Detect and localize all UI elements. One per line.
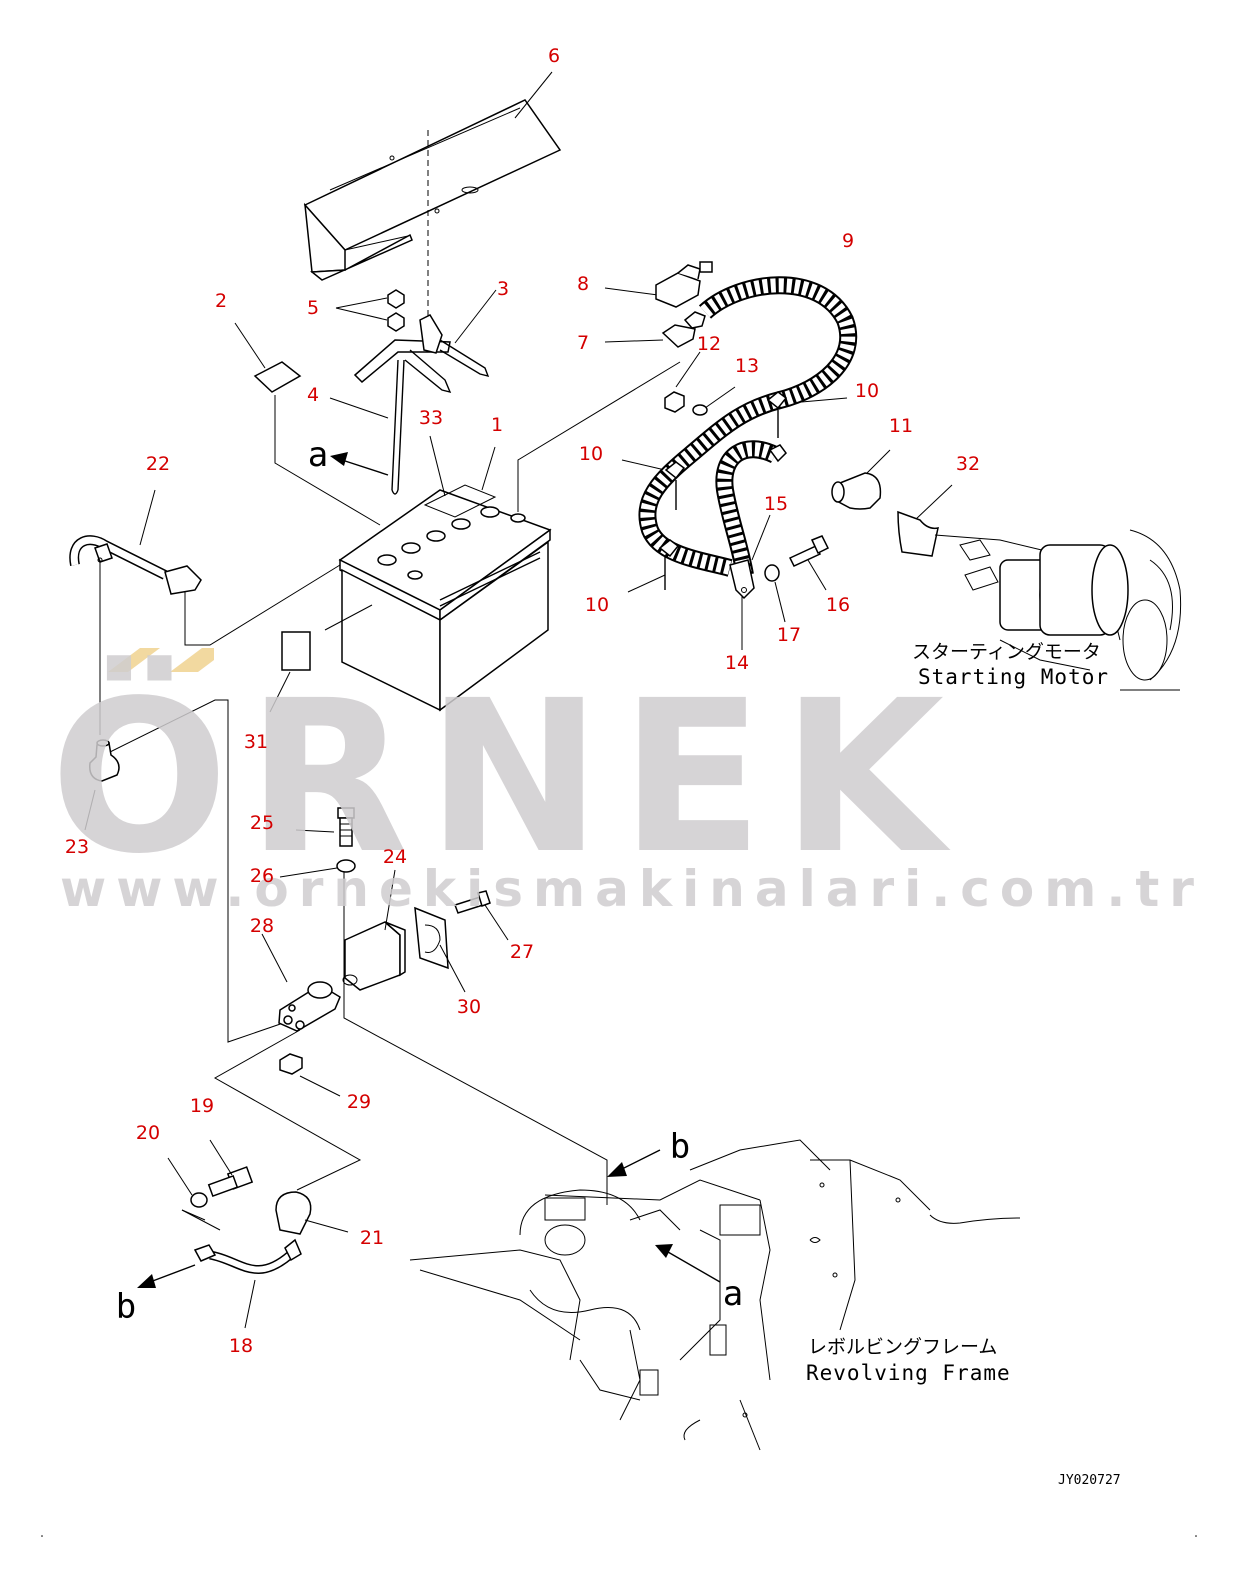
callout-16: 16	[826, 594, 850, 616]
gasket-30	[414, 906, 449, 970]
callout-33: 33	[419, 407, 443, 429]
battery-cable-assembly	[638, 261, 858, 600]
view-arrow-a-frame	[655, 1244, 721, 1283]
terminal-cap-21	[275, 1191, 312, 1235]
battery-relay-28	[278, 981, 341, 1032]
callout-22: 22	[146, 453, 170, 475]
callout-25: 25	[250, 812, 274, 834]
callout-15: 15	[764, 493, 788, 515]
bolt-16	[788, 535, 830, 567]
bolt-27	[454, 890, 491, 914]
cover-32	[897, 510, 939, 557]
washer-20	[190, 1192, 208, 1208]
callout-11: 11	[889, 415, 913, 437]
callout-2: 2	[215, 290, 227, 312]
battery-cover	[303, 99, 562, 320]
corner-dot	[41, 1535, 43, 1537]
callout-26: 26	[250, 865, 274, 887]
callouts: 1 2 3 4 5 6 7 8 9 10 10 10 11 12 13 14 1…	[65, 45, 980, 1357]
callout-19: 19	[190, 1095, 214, 1117]
nut-29	[279, 1053, 303, 1075]
callout-13: 13	[735, 355, 759, 377]
starting-motor	[934, 529, 1182, 691]
washer-26	[336, 859, 356, 873]
view-letter-a: a	[723, 1274, 743, 1314]
view-letter-b: b	[670, 1127, 690, 1167]
callout-21: 21	[360, 1227, 384, 1249]
view-letter-a: a	[308, 435, 328, 475]
watermark-accent	[108, 648, 160, 672]
callout-14: 14	[725, 652, 749, 674]
warning-plate	[281, 631, 311, 671]
relay-leader-lines	[109, 699, 608, 1221]
revolving-frame-jp-label: レボルビングフレーム	[808, 1336, 997, 1358]
callout-28: 28	[250, 915, 274, 937]
callout-10: 10	[579, 443, 603, 465]
callout-6: 6	[548, 45, 560, 67]
terminal-boot	[831, 472, 882, 510]
nut-12	[664, 391, 685, 413]
callout-10: 10	[855, 380, 879, 402]
callout-7: 7	[577, 332, 589, 354]
callout-3: 3	[497, 278, 509, 300]
corner-dot	[1195, 1535, 1197, 1537]
starting-motor-jp-label: スターティングモータ	[912, 641, 1101, 663]
washer-17	[764, 564, 780, 582]
callout-31: 31	[244, 731, 268, 753]
callout-24: 24	[383, 846, 407, 868]
callout-20: 20	[136, 1122, 160, 1144]
callout-10: 10	[585, 594, 609, 616]
washer-13	[692, 404, 708, 416]
callout-9: 9	[842, 230, 854, 252]
drawing-code: JY020727	[1058, 1473, 1121, 1488]
watermark-url: www.ornekismakinalari.com.tr	[60, 860, 1204, 918]
callout-12: 12	[697, 333, 721, 355]
terminal-cap-23	[89, 739, 120, 782]
callout-30: 30	[457, 996, 481, 1018]
ground-strap-18	[193, 1238, 302, 1274]
watermark: ÖRNEK www.ornekismakinalari.com.tr	[50, 648, 1204, 918]
callout-1: 1	[491, 414, 503, 436]
callout-8: 8	[577, 273, 589, 295]
callout-32: 32	[956, 453, 980, 475]
relay-bracket-24	[342, 921, 406, 991]
view-letter-b: b	[116, 1287, 136, 1327]
cable-clamps	[658, 391, 788, 590]
battery	[338, 484, 552, 712]
label-sticker	[253, 361, 302, 393]
leader-lines	[139, 71, 953, 713]
callout-18: 18	[229, 1335, 253, 1357]
revolving-frame-en-label: Revolving Frame	[806, 1361, 1011, 1385]
watermark-brand: ÖRNEK	[50, 654, 962, 900]
callout-5: 5	[307, 297, 319, 319]
view-arrow-a-top	[330, 452, 389, 476]
callout-17: 17	[777, 624, 801, 646]
view-arrow-b-strap	[137, 1264, 196, 1288]
revolving-frame	[409, 1139, 1021, 1451]
callout-29: 29	[347, 1091, 371, 1113]
callout-23: 23	[65, 836, 89, 858]
callout-27: 27	[510, 941, 534, 963]
watermark-accent	[170, 648, 214, 672]
bolt-25	[337, 807, 355, 847]
bolt-19	[207, 1166, 254, 1198]
battery-hold-down-bracket	[353, 289, 490, 495]
ground-cable-22	[69, 535, 202, 595]
view-arrow-b-frame	[607, 1149, 661, 1177]
battery-caps	[377, 506, 526, 580]
starting-motor-en-label: Starting Motor	[918, 665, 1109, 689]
callout-4: 4	[307, 384, 319, 406]
